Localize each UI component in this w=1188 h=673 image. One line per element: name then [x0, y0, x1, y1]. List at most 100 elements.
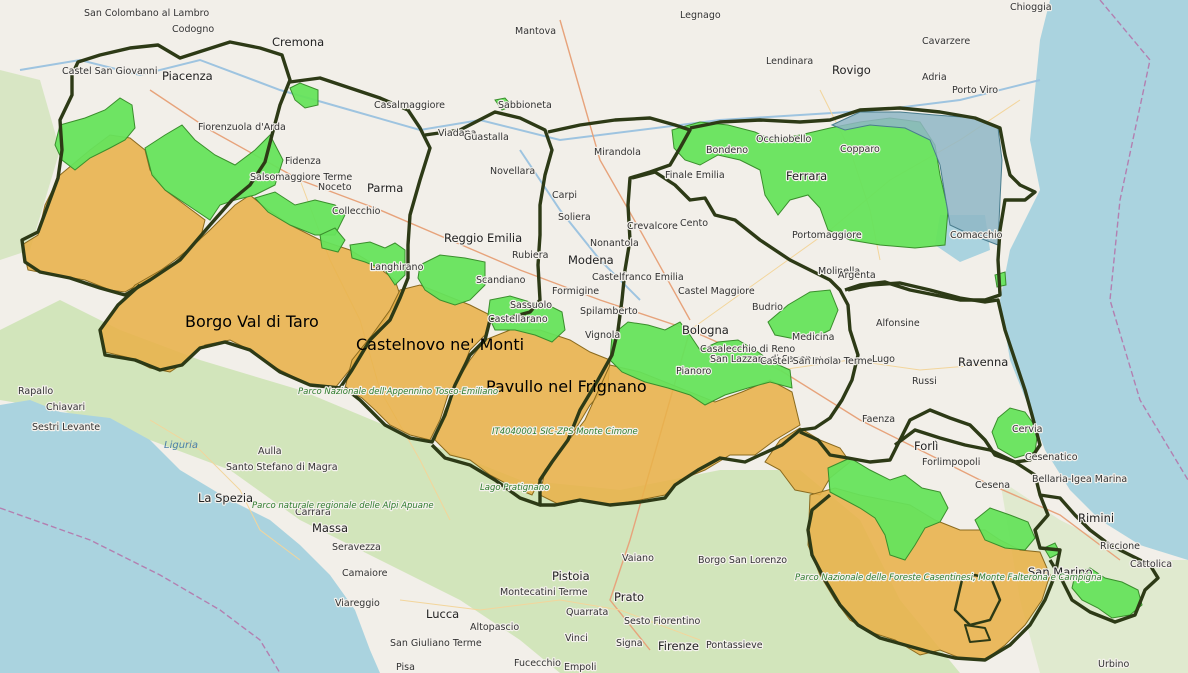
place-label: Guastalla: [464, 132, 509, 143]
motorway: [559, 19, 691, 321]
place-label: Adria: [922, 72, 947, 83]
place-label: Empoli: [564, 662, 596, 673]
park-label: Parco Nazionale delle Foreste Casentines…: [795, 573, 1102, 583]
place-label: Aulla: [258, 446, 282, 457]
zone-green[interactable]: [289, 82, 319, 109]
province-border-rimini: [1039, 493, 1160, 624]
place-label: Crevalcore: [627, 221, 678, 232]
place-label: San Marino: [1028, 565, 1093, 579]
place-label: Molinella: [818, 266, 860, 277]
place-label: Chioggia: [1010, 2, 1052, 13]
place-label: Forlì: [914, 439, 938, 453]
forest-area: [0, 70, 60, 260]
place-label: Noceto: [318, 182, 352, 193]
place-label: Cesenatico: [1025, 452, 1078, 463]
place-label: Castellarano: [488, 314, 548, 325]
park-label: Lago Pratignano: [480, 483, 549, 493]
province-borders: [20, 40, 1160, 662]
zone-green[interactable]: [254, 191, 346, 236]
place-label: Seravezza: [332, 542, 381, 553]
place-label: San Giuliano Terme: [390, 638, 482, 649]
place-label: Langhirano: [370, 262, 424, 273]
place-label: Chiavari: [46, 402, 85, 413]
place-label: Pisa: [396, 662, 415, 673]
place-label: Budrio: [752, 302, 783, 313]
place-label: Pianoro: [676, 366, 712, 377]
park-labels: Parco Nazionale dell'Appennino Tosco-Emi…: [251, 386, 1103, 584]
place-label: Salsomaggiore Terme: [250, 172, 352, 183]
place-label: Copparo: [840, 144, 880, 155]
place-label: Novellara: [490, 166, 535, 177]
place-label: Cesena: [975, 480, 1010, 491]
place-label: Ravenna: [958, 355, 1008, 369]
zone-labels: IT4040001 SIC-ZPS Monte Cimone: [491, 426, 639, 438]
road: [399, 599, 701, 641]
place-label: Carrara: [295, 507, 331, 518]
place-label: Castel San Pietro Terme: [760, 356, 873, 367]
place-label: Mantova: [515, 26, 556, 37]
zone-green[interactable]: [144, 124, 284, 221]
river: [519, 149, 641, 301]
place-label: Viadana: [438, 128, 476, 139]
zone-green[interactable]: [609, 321, 793, 406]
place-label: Cattolica: [1130, 559, 1172, 570]
province-border-bologna: [540, 170, 860, 507]
province-border-ferrara: [689, 106, 1037, 302]
place-label: Lugo: [872, 354, 895, 365]
zone-green[interactable]: [494, 97, 513, 111]
road: [779, 359, 981, 371]
place-label: Rimini: [1078, 511, 1114, 525]
place-label: Castelfranco Emilia: [592, 272, 684, 283]
province-border-forli: [806, 428, 1062, 662]
place-label: Cremona: [272, 35, 324, 49]
place-label: Prato: [614, 590, 644, 604]
place-label: Finale Emilia: [665, 170, 725, 181]
place-label: Sestri Levante: [32, 422, 100, 433]
place-label: Pavullo nel Frignano: [486, 377, 647, 396]
zone-green[interactable]: [487, 295, 566, 343]
place-label: Signa: [616, 638, 643, 649]
zone-green[interactable]: [671, 117, 949, 249]
place-label: Spilamberto: [580, 306, 638, 317]
place-label: Fiorenzuola d'Arda: [198, 122, 286, 133]
place-label: Cento: [680, 218, 708, 229]
zone-green[interactable]: [767, 289, 839, 341]
zone-blue-comacchio[interactable]: [830, 111, 1003, 246]
place-label: Pistoia: [552, 569, 590, 583]
place-label: San Colombano al Lambro: [84, 8, 209, 19]
place-label: Collecchio: [332, 206, 381, 217]
place-label: Borgo Val di Taro: [185, 312, 319, 331]
zone-green[interactable]: [974, 507, 1036, 551]
place-label: Cervia: [1012, 424, 1042, 435]
place-label: Borgo San Lorenzo: [698, 555, 787, 566]
place-label: Vaiano: [622, 553, 654, 564]
park-label: Parco naturale regionale delle Alpi Apua…: [252, 501, 434, 511]
place-label: Lendinara: [766, 56, 813, 67]
place-label: Sabbioneta: [498, 100, 552, 111]
place-label: Mirandola: [594, 147, 641, 158]
zone-green[interactable]: [827, 457, 949, 561]
place-label: Rapallo: [18, 386, 53, 397]
zone-orange-reggio[interactable]: [344, 284, 491, 441]
place-label: Bellaria-Igea Marina: [1032, 474, 1127, 485]
zone-green[interactable]: [319, 227, 346, 253]
place-label: Nonantola: [590, 238, 639, 249]
place-label: Rovigo: [832, 63, 871, 77]
place-label: Forlimpopoli: [922, 457, 980, 468]
place-label: Ferrara: [786, 169, 827, 183]
zone-green[interactable]: [349, 241, 406, 286]
province-border-parma: [98, 76, 432, 390]
place-label: Santo Stefano di Magra: [226, 462, 338, 473]
place-label: Pontassieve: [706, 640, 763, 651]
place-label: Russi: [912, 376, 937, 387]
zone-green[interactable]: [417, 254, 486, 306]
province-border-reggio: [343, 110, 554, 444]
park-label: Parco Nazionale dell'Appennino Tosco-Emi…: [298, 387, 498, 397]
province-border-piacenza: [20, 40, 292, 297]
place-label: Codogno: [172, 24, 214, 35]
place-label: Sassuolo: [510, 300, 552, 311]
place-label: Soliera: [558, 212, 591, 223]
maritime-border: [0, 507, 281, 673]
place-label: La Spezia: [198, 491, 253, 505]
